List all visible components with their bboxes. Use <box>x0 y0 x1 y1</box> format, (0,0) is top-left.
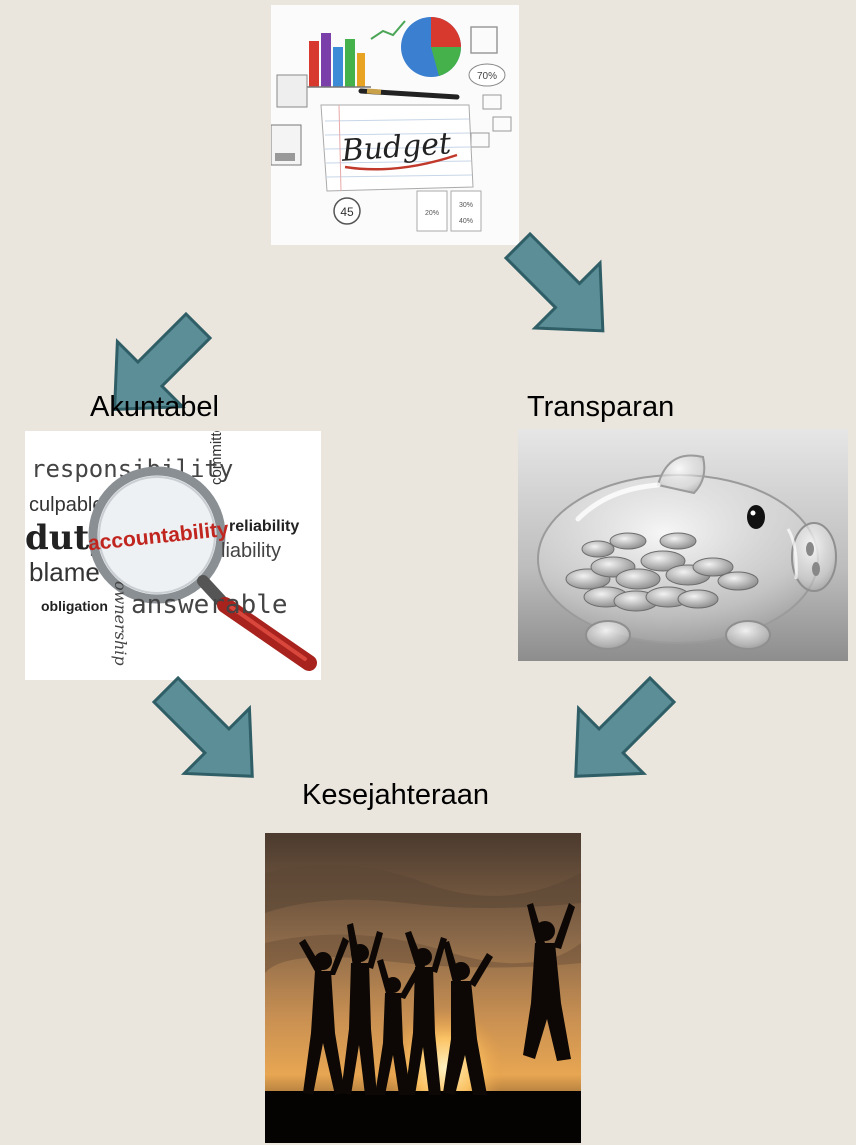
welfare-image <box>265 833 581 1143</box>
silhouette-people-icon <box>265 833 581 1143</box>
label-kesejahteraan: Kesejahteraan <box>302 779 489 812</box>
